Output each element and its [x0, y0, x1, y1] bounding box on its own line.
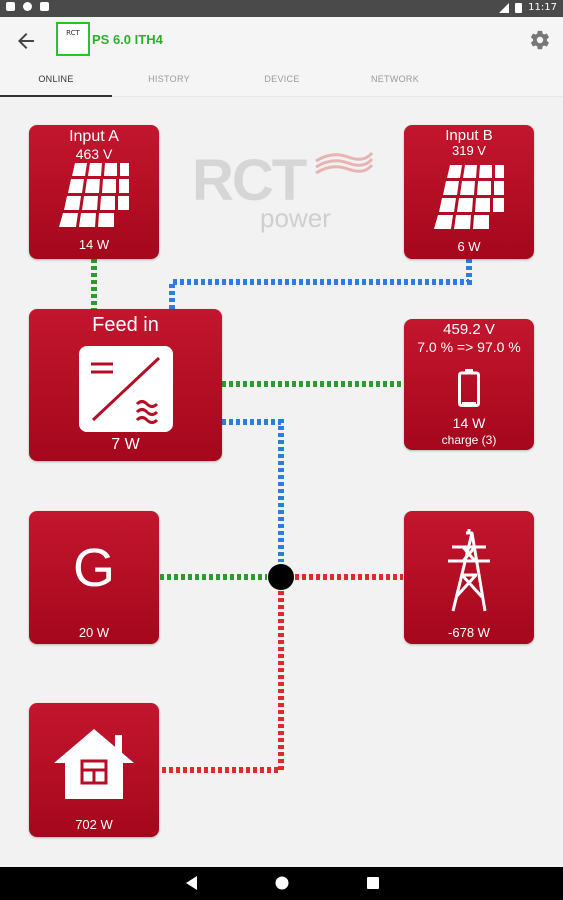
inverter-title: Feed in [92, 314, 159, 336]
input-a-tile[interactable]: Input A 463 V 14 W [29, 125, 159, 259]
junction-node [268, 564, 294, 590]
rct-power-logo: RCT power [192, 147, 382, 237]
input-a-power: 14 W [78, 237, 110, 252]
tab-bar: ONLINE HISTORY DEVICE NETWORK [0, 63, 563, 97]
input-a-title: Input A [69, 128, 119, 145]
input-a-voltage: 463 V [75, 146, 113, 162]
logo-power-text: power [260, 203, 331, 233]
input-b-power: 6 W [457, 239, 481, 254]
gear-icon[interactable] [529, 29, 551, 51]
battery-power: 14 W [452, 415, 486, 431]
generator-tile[interactable]: G 20 W [29, 511, 159, 644]
energy-flow-diagram: RCT power Input A 463 V 14 W Input B 319… [0, 97, 563, 867]
device-logo: RCT [56, 22, 90, 56]
tab-network[interactable]: NETWORK [370, 74, 420, 84]
battery-status-icon [515, 3, 523, 13]
flow-line-inverter [222, 419, 284, 562]
app-bar: RCT PS 6.0 ITH4 [0, 17, 563, 63]
generator-letter: G [72, 538, 115, 598]
inverter-power: 7 W [111, 436, 140, 453]
device-logo-text: RCT [66, 29, 80, 37]
status-bar: 11:17 [0, 0, 563, 17]
battery-status: charge (3) [441, 433, 497, 447]
input-b-title: Input B [445, 127, 493, 144]
logo-rct-text: RCT [192, 148, 307, 213]
nav-home-icon[interactable] [274, 875, 290, 891]
flow-line-house [160, 591, 284, 773]
tab-history[interactable]: HISTORY [148, 74, 190, 84]
sync-icon [23, 2, 32, 11]
house-power: 702 W [75, 817, 113, 832]
battery-tile[interactable]: 459.2 V 7.0 % => 97.0 % 14 W charge (3) [404, 319, 534, 450]
battery-icon [458, 369, 480, 407]
back-arrow-icon[interactable] [14, 29, 38, 53]
generator-power: 20 W [78, 625, 110, 640]
tab-online[interactable]: ONLINE [0, 63, 112, 97]
nav-back-icon[interactable] [185, 875, 199, 891]
clock: 11:17 [528, 2, 557, 13]
device-title: PS 6.0 ITH4 [92, 32, 163, 47]
battery-level-fill [462, 402, 476, 404]
nav-recents-icon[interactable] [366, 875, 380, 891]
battery-voltage: 459.2 V [443, 321, 495, 338]
signal-icon [499, 2, 510, 13]
input-b-tile[interactable]: Input B 319 V 6 W [404, 125, 534, 259]
flow-line-input-b [169, 259, 472, 309]
solar-panel-icon [59, 163, 129, 227]
power-tower-icon [448, 529, 490, 612]
grid-tile[interactable]: -678 W [404, 511, 534, 644]
input-b-voltage: 319 V [452, 143, 486, 158]
flow-lines [91, 259, 472, 773]
inverter-icon [79, 346, 173, 432]
navigation-bar [0, 867, 563, 900]
tab-device[interactable]: DEVICE [264, 74, 300, 84]
inverter-tile[interactable]: Feed in 7 W [29, 309, 222, 461]
sd-card-icon [40, 2, 49, 11]
solar-panel-icon [434, 165, 504, 229]
house-tile[interactable]: 702 W [29, 703, 159, 837]
logo-waves-icon [315, 151, 374, 175]
notification-icon [6, 2, 15, 11]
grid-power: -678 W [448, 625, 490, 640]
house-icon [54, 729, 134, 799]
battery-soc: 7.0 % => 97.0 % [417, 339, 521, 355]
